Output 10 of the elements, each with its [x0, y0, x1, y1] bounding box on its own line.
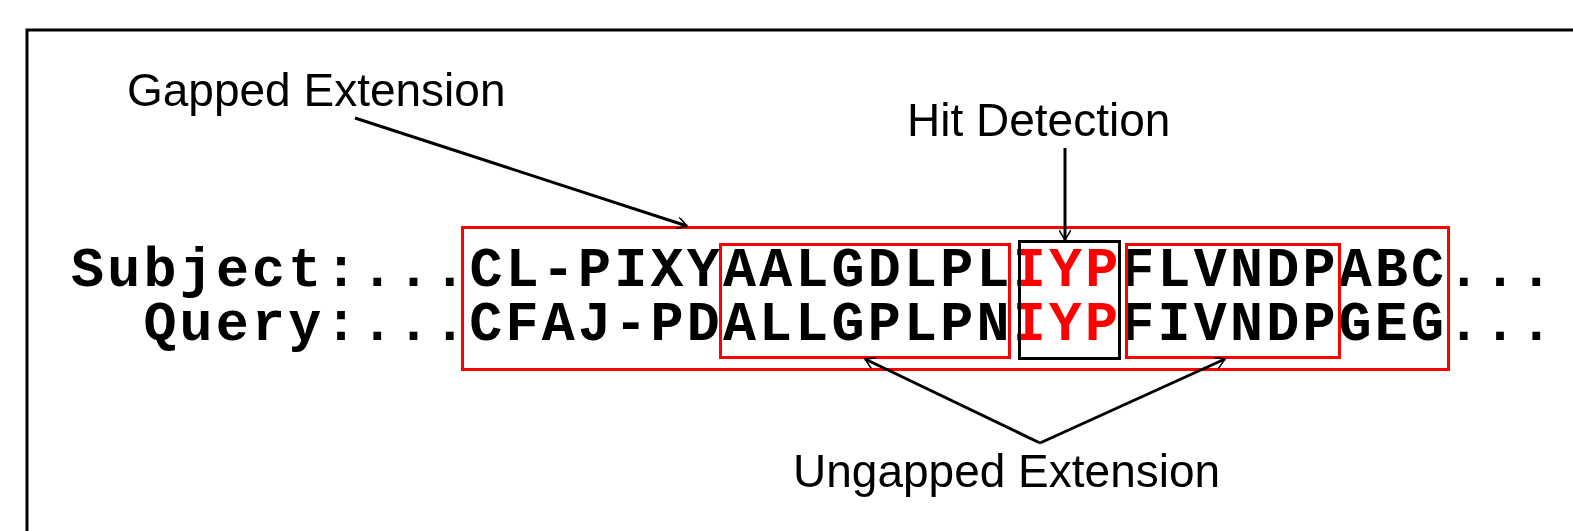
arrow	[1058, 148, 1072, 241]
annotation-label: Ungapped Extension	[793, 443, 1221, 499]
arrow	[1039, 356, 1226, 445]
annotation-label: Gapped Extension	[127, 62, 506, 118]
arrow	[354, 116, 688, 230]
annotation-label: Hit Detection	[907, 92, 1171, 148]
highlight-box	[1125, 243, 1341, 359]
highlight-box	[461, 226, 1450, 371]
highlight-box	[719, 243, 1011, 359]
arrow	[864, 357, 1041, 445]
